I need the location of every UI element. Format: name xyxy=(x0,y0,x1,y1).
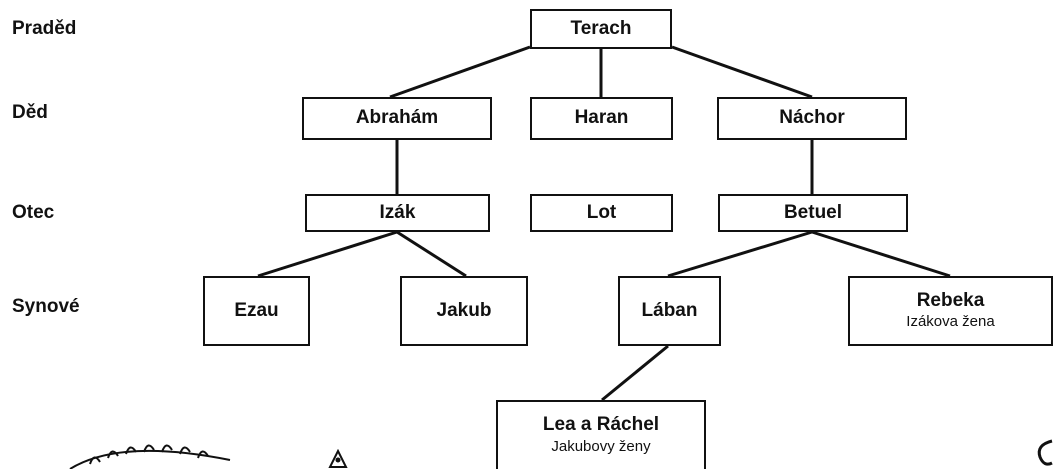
node-lea-rachel: Lea a Ráchel Jakubovy ženy xyxy=(496,400,706,469)
decorative-ornament-icon xyxy=(69,444,231,469)
node-abraham-name: Abrahám xyxy=(355,107,439,129)
node-haran-name: Haran xyxy=(574,107,629,129)
node-rebeka-name: Rebeka xyxy=(916,289,985,311)
node-rebeka-note: Izákova žena xyxy=(906,313,995,331)
label-praded: Praděd xyxy=(12,18,77,39)
node-terach-name: Terach xyxy=(570,17,632,39)
link-izak-ezau xyxy=(257,230,398,278)
label-ded: Děd xyxy=(12,102,48,123)
label-synove: Synové xyxy=(12,296,80,317)
node-abraham: Abrahám xyxy=(302,97,492,140)
label-otec: Otec xyxy=(12,202,55,223)
node-lea-rachel-note: Jakubovy ženy xyxy=(551,437,651,455)
node-nachor: Náchor xyxy=(717,97,907,140)
node-terach: Terach xyxy=(530,9,672,49)
node-ezau-name: Ezau xyxy=(234,299,279,321)
link-betuel-laban xyxy=(667,230,813,278)
link-terach-abraham xyxy=(389,45,531,99)
node-jakub: Jakub xyxy=(400,276,528,346)
node-betuel: Betuel xyxy=(718,194,908,232)
node-izak-name: Izák xyxy=(379,201,416,223)
node-laban-name: Lában xyxy=(641,299,698,321)
node-lea-rachel-name: Lea a Ráchel xyxy=(542,414,660,436)
link-terach-nachor xyxy=(671,45,813,99)
link-betuel-rebeka xyxy=(811,230,951,278)
link-izak-jakub xyxy=(396,230,467,278)
node-haran: Haran xyxy=(530,97,673,140)
node-jakub-name: Jakub xyxy=(436,299,492,321)
node-betuel-name: Betuel xyxy=(783,201,843,223)
link-laban-lea-rachel xyxy=(601,344,669,402)
decorative-corner-icon xyxy=(1037,439,1053,466)
node-izak: Izák xyxy=(305,194,490,232)
node-ezau: Ezau xyxy=(203,276,310,346)
node-rebeka: Rebeka Izákova žena xyxy=(848,276,1053,346)
node-lot: Lot xyxy=(530,194,673,232)
node-nachor-name: Náchor xyxy=(779,107,845,129)
node-lot-name: Lot xyxy=(586,201,617,223)
node-laban: Lában xyxy=(618,276,721,346)
decorative-figure-icon xyxy=(328,449,348,468)
